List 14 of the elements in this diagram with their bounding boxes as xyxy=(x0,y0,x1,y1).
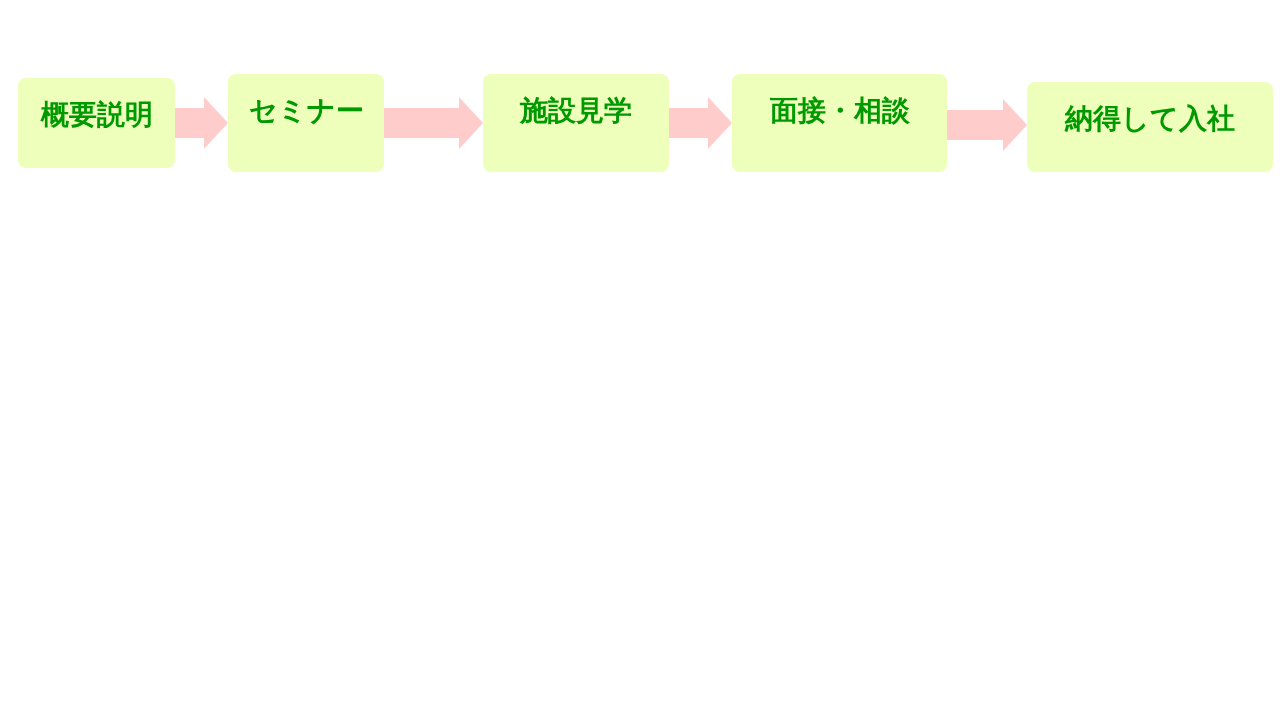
flow-arrow xyxy=(384,97,483,149)
step-label: 納得して入社 xyxy=(1065,102,1235,136)
flow-arrow xyxy=(175,97,228,149)
step-label: 概要説明 xyxy=(40,98,153,132)
process-box xyxy=(1027,82,1273,172)
process-box xyxy=(18,78,175,168)
flow-arrow xyxy=(947,99,1027,151)
flow-arrow xyxy=(669,97,732,149)
step-label: 施設見学 xyxy=(520,94,632,128)
process-box xyxy=(732,74,947,172)
process-box xyxy=(483,74,669,172)
step-label: 面接・相談 xyxy=(769,94,910,128)
step-label: セミナー xyxy=(248,94,364,128)
process-box xyxy=(228,74,384,172)
